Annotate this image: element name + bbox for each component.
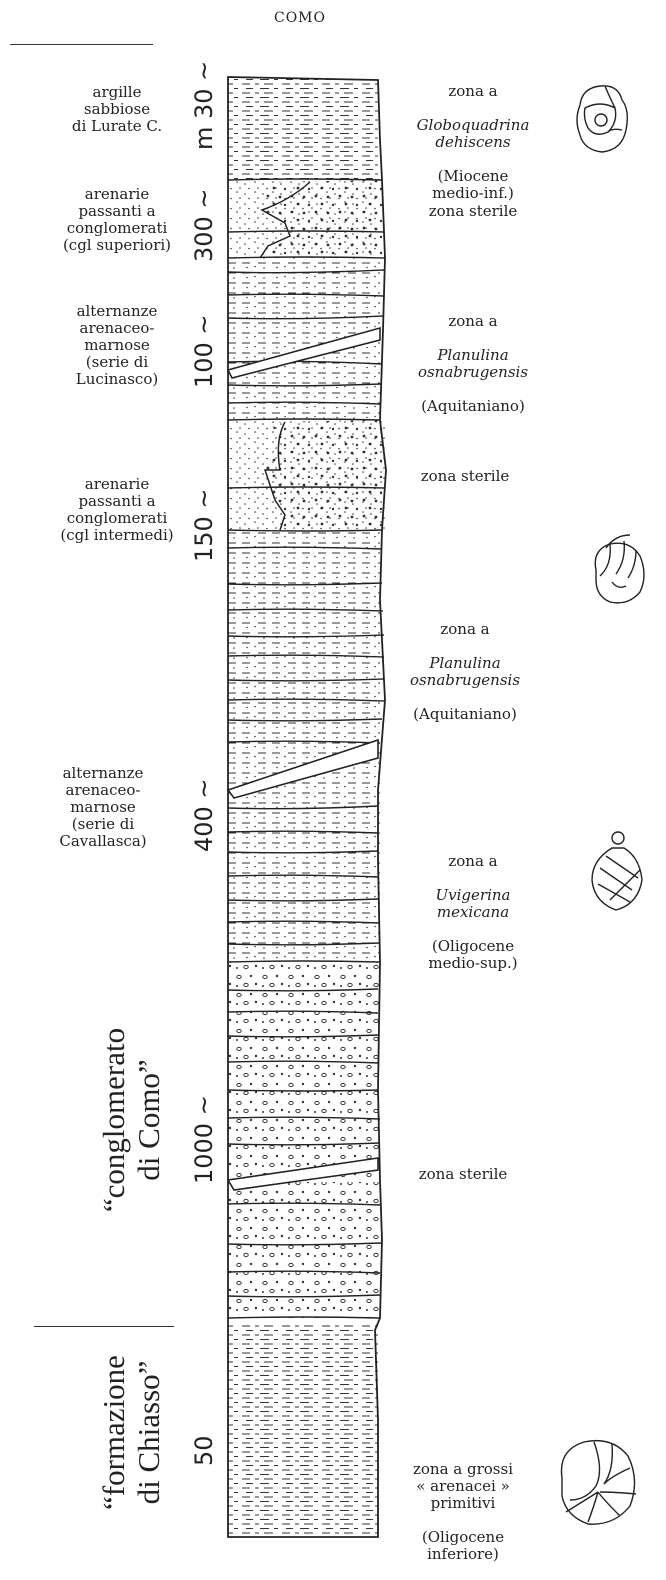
planulina-icon bbox=[595, 535, 644, 603]
globoquadrina-icon bbox=[577, 86, 627, 152]
arenacei-icon bbox=[561, 1441, 636, 1525]
uvigerina-icon bbox=[592, 832, 642, 910]
